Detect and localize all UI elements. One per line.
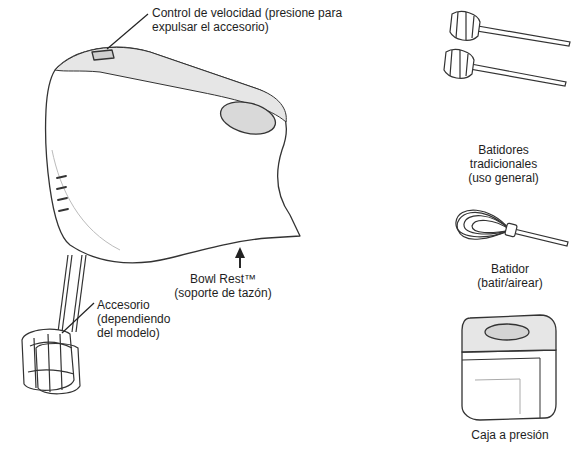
- whisk: [456, 210, 568, 246]
- mixer-body: [46, 47, 300, 263]
- callout-label: Bowl Rest™ (soporte de tazón): [170, 272, 276, 300]
- bowl-rest-arrow: [235, 247, 245, 268]
- part-label: Batidores tradicionales (uso general): [461, 143, 546, 185]
- callout-label: Control de velocidad (presione para expu…: [152, 6, 362, 34]
- traditional-beaters: [444, 12, 570, 86]
- vents: [57, 176, 68, 211]
- callout-label: Accesorio (dependiendo del modelo): [97, 298, 177, 340]
- storage-case: [462, 315, 556, 420]
- part-label: Caja a presión: [455, 428, 565, 442]
- part-label: Batidor (batir/airear): [470, 262, 550, 290]
- attached-beaters: [22, 255, 86, 394]
